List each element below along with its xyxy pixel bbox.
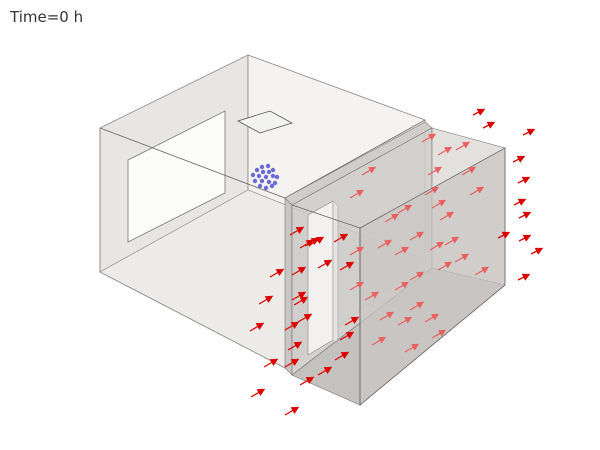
particle-cluster [250, 163, 280, 191]
time-label: Time=0 h [10, 8, 84, 26]
right-chamber [291, 127, 506, 406]
ceiling-vent [236, 110, 294, 134]
velocity-arrows [249, 108, 544, 416]
doorway [307, 200, 334, 356]
velocity-arrows-occluded [349, 133, 490, 353]
